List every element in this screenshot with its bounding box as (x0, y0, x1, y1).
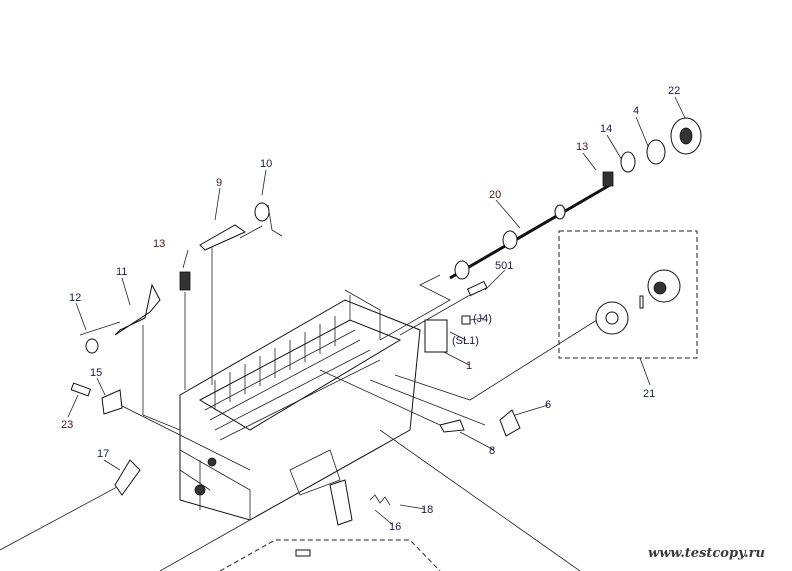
label-j4: (J4) (473, 313, 492, 325)
bracket-part-15 (101, 389, 123, 415)
label-23: 23 (61, 419, 73, 431)
label-4: 4 (633, 105, 639, 117)
sensor-part-1 (424, 319, 448, 353)
lever-part-9 (199, 224, 247, 251)
part-labels: 22 4 14 13 10 9 20 13 11 501 12 (J4) (SL… (61, 85, 680, 533)
spring-part-18 (369, 494, 391, 506)
main-frame (179, 289, 421, 521)
shaft-part-20 (449, 183, 611, 280)
gear-assembly-box-21 (558, 230, 698, 359)
label-sl1: (SL1) (452, 335, 479, 347)
gear-part-4 (646, 139, 666, 165)
screw-lower (295, 549, 311, 557)
label-12: 12 (69, 292, 81, 304)
lever-part-17 (114, 459, 141, 496)
label-11: 11 (116, 266, 127, 278)
spring-part-12 (85, 338, 99, 354)
label-6: 6 (545, 399, 551, 411)
screw-part-501 (466, 280, 488, 297)
label-9: 9 (216, 177, 222, 189)
lower-dashed-group (219, 539, 441, 571)
spring-part-10 (254, 202, 270, 222)
connector-j4 (461, 315, 471, 325)
clip-part-13b (179, 271, 191, 291)
label-13b: 13 (153, 238, 165, 250)
label-1: 1 (466, 360, 472, 372)
label-16: 16 (389, 521, 401, 533)
watermark: www.testcopy.ru (648, 546, 765, 561)
lever-part-16 (329, 479, 353, 526)
spring-part-14 (620, 151, 636, 173)
part-8 (439, 419, 465, 433)
lever-part-11 (114, 283, 161, 336)
label-14: 14 (600, 123, 612, 135)
leader-lines (0, 96, 686, 571)
label-22: 22 (668, 85, 680, 97)
clip-part-13 (602, 171, 614, 187)
label-10: 10 (260, 158, 272, 170)
label-501: 501 (495, 260, 513, 272)
label-13: 13 (576, 141, 588, 153)
screw-part-23 (70, 382, 92, 397)
label-17: 17 (97, 448, 109, 460)
label-21: 21 (643, 388, 655, 400)
spring-part-6 (499, 409, 521, 437)
label-18: 18 (421, 504, 433, 516)
label-20: 20 (489, 189, 501, 201)
label-15: 15 (90, 367, 102, 379)
label-8: 8 (489, 445, 495, 457)
